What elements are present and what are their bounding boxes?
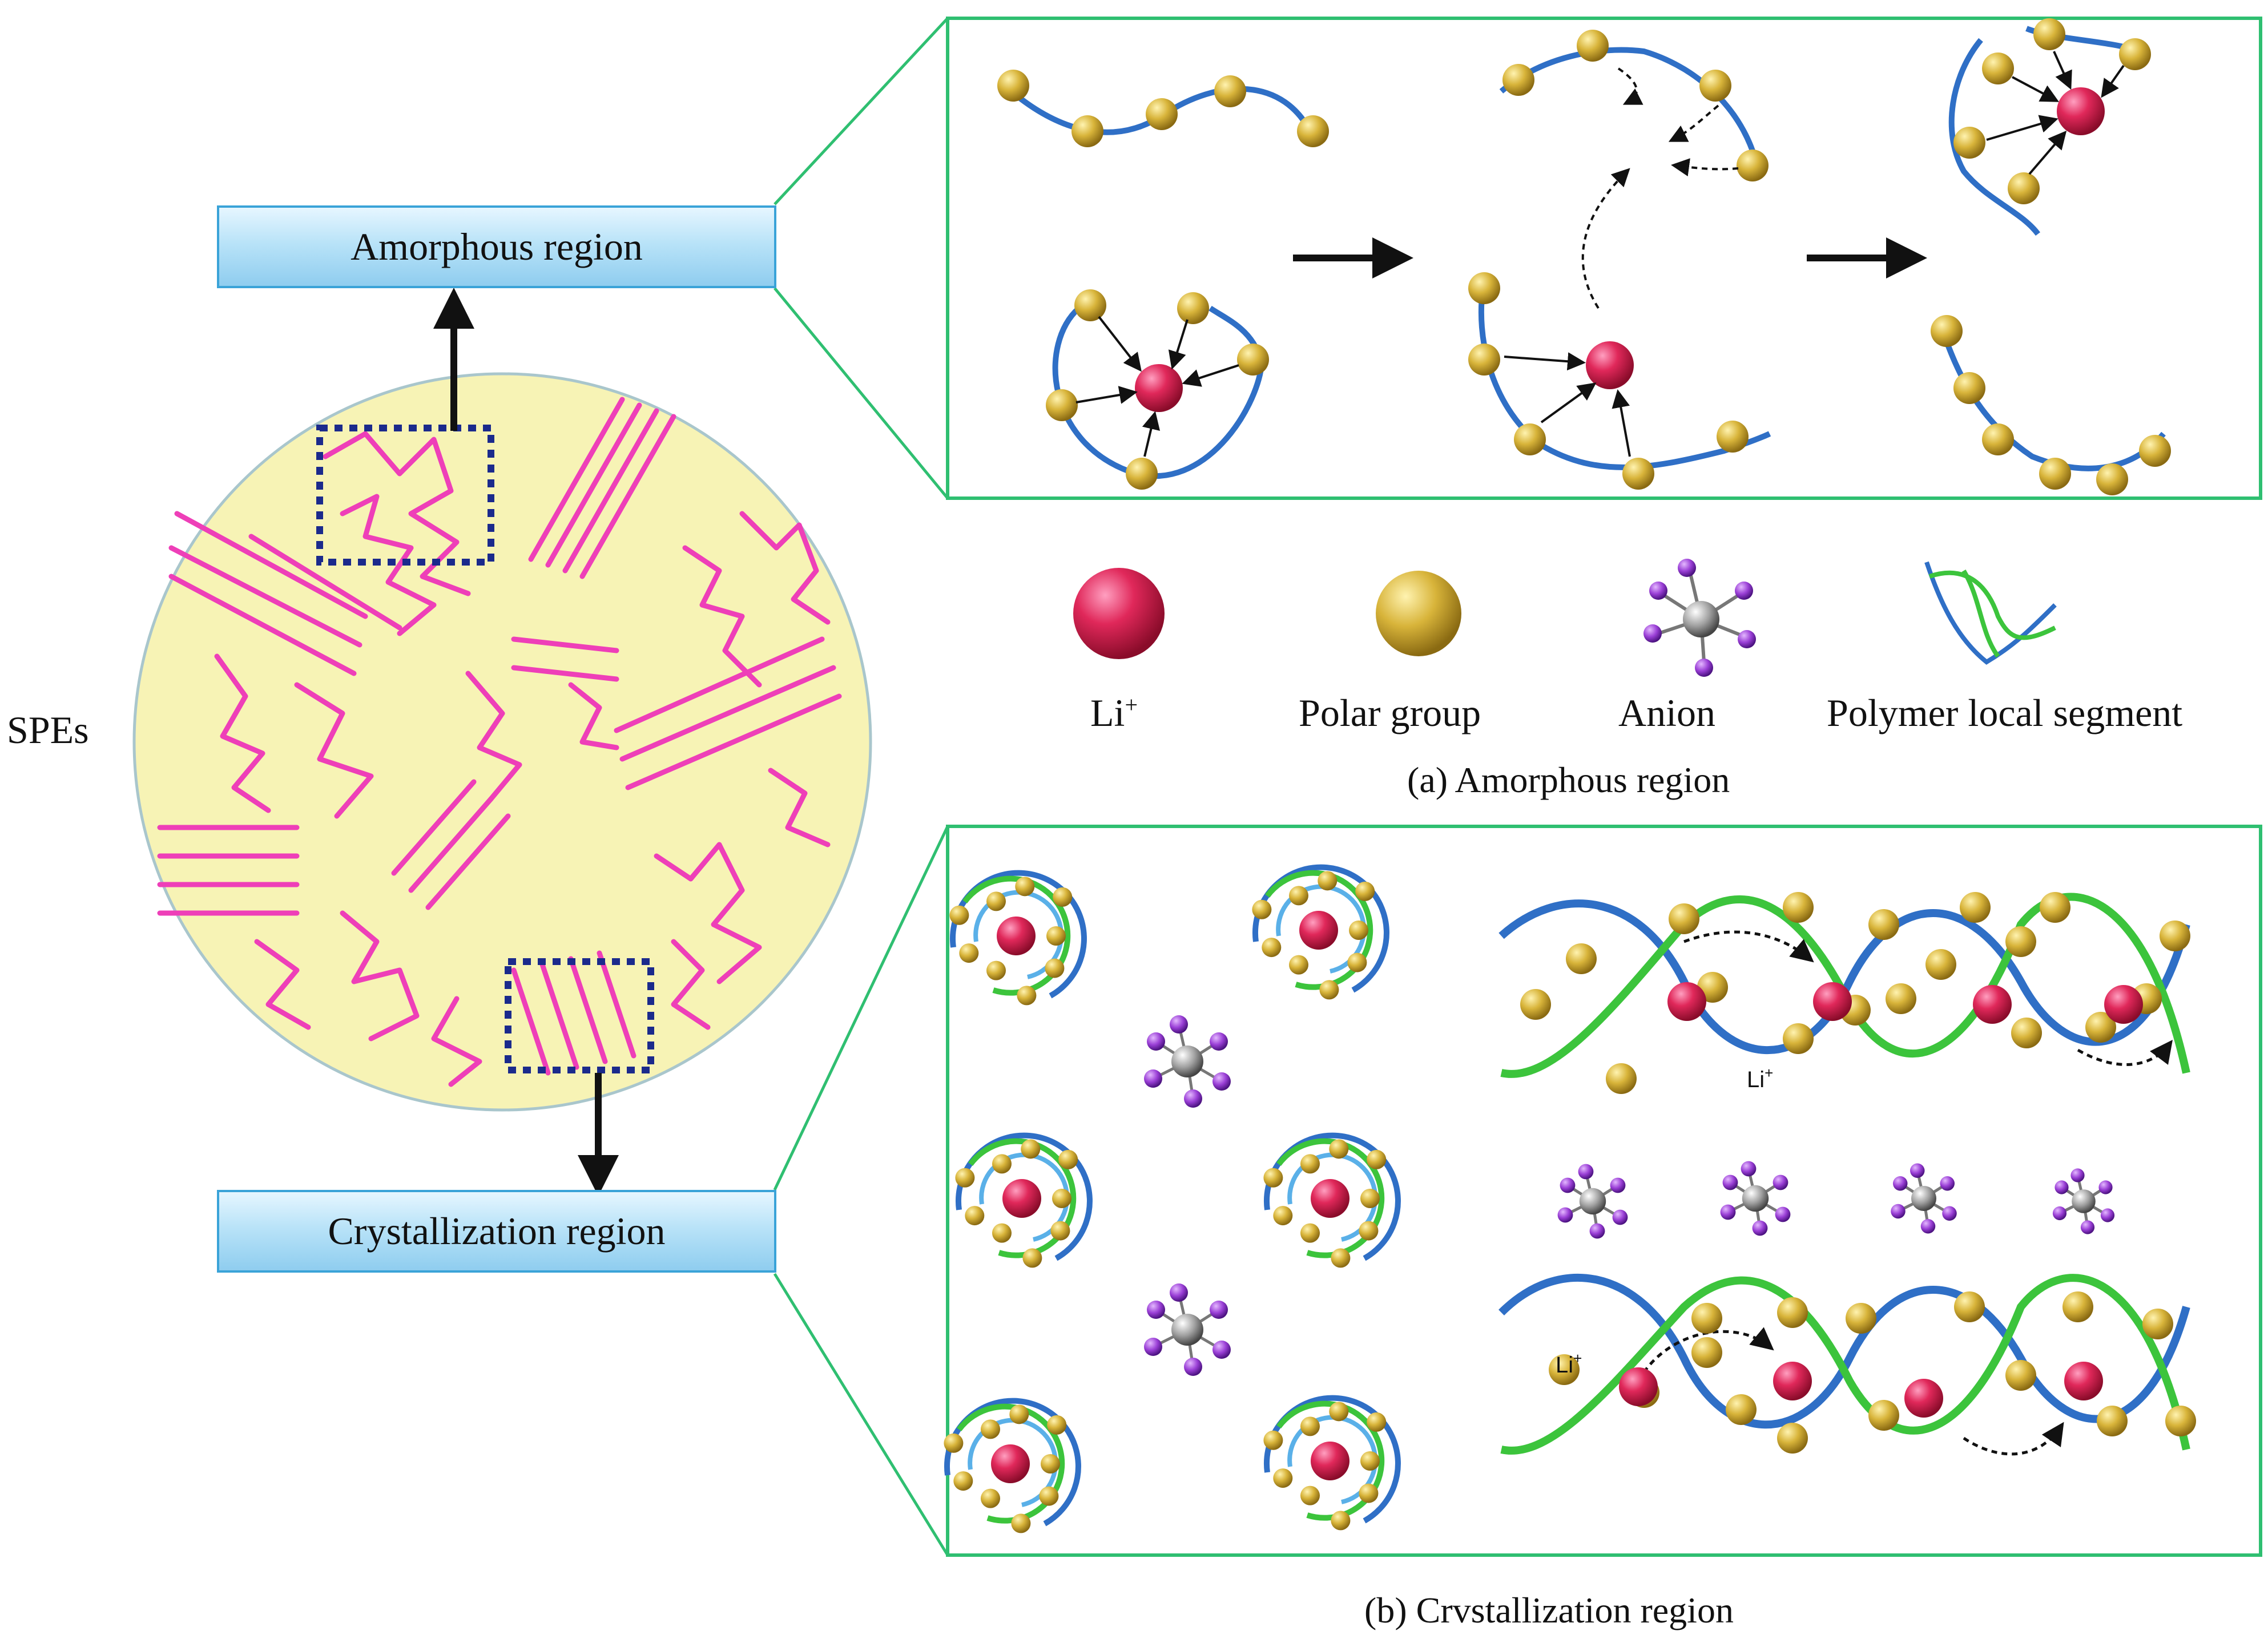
anion — [1144, 1283, 1231, 1376]
anion — [2052, 1168, 2115, 1234]
anion — [1891, 1163, 1957, 1234]
connector-lines — [773, 17, 949, 1556]
polar-bead — [1520, 989, 1551, 1020]
polymer-segment-legend-label: Polymer local segment — [1827, 691, 2183, 734]
li-ion — [1973, 985, 2012, 1024]
polar-bead — [2085, 1012, 2116, 1043]
polar-bead — [1868, 1400, 1899, 1431]
anions — [1144, 1015, 2115, 1376]
polymer-chains — [157, 397, 842, 1087]
polar-group-legend-label: Polar group — [1299, 691, 1481, 734]
li-ion — [1667, 982, 1706, 1021]
polar-bead — [1954, 1291, 1985, 1322]
polar-bead — [1566, 943, 1597, 974]
polymer-segment-legend-icon — [1924, 561, 2057, 665]
crystallization-region-label: Crystallization region — [217, 1190, 776, 1273]
li-ion — [2104, 985, 2143, 1024]
spe-circle — [132, 372, 872, 1112]
coil — [955, 1132, 1093, 1268]
amorphous-panel — [946, 17, 2262, 500]
coil — [949, 870, 1087, 1006]
anion — [1144, 1015, 1231, 1108]
li-label-top: Li+ — [1747, 1064, 1773, 1092]
amorphous-region-label: Amorphous region — [217, 205, 776, 288]
li-legend-sup: + — [1125, 692, 1138, 718]
spes-label: SPEs — [7, 708, 89, 752]
amorphous-region-text: Amorphous region — [351, 225, 643, 268]
polar-bead — [1691, 1303, 1722, 1334]
polar-bead — [1868, 909, 1899, 940]
anion-legend-icon — [1643, 559, 1756, 677]
li-ion — [2064, 1362, 2103, 1400]
caption-b: (b) Crvstallization region — [1364, 1590, 1734, 1630]
coil — [1263, 1395, 1401, 1531]
polar-bead — [1777, 1297, 1808, 1328]
polar-bead — [2160, 921, 2190, 951]
li-legend-icon — [1073, 568, 1165, 659]
polar-bead — [1960, 892, 1991, 923]
crystallization-panel — [946, 825, 2262, 1557]
anion — [1557, 1164, 1628, 1239]
polar-bead — [2097, 1406, 2128, 1436]
li-ion — [1813, 982, 1852, 1021]
crystallization-region-text: Crystallization region — [328, 1209, 666, 1253]
polar-bead — [1549, 1354, 1580, 1385]
crystal-selection-box — [505, 958, 654, 1073]
coil — [1252, 864, 1389, 1000]
li-ion — [1904, 1379, 1943, 1418]
polar-bead — [2005, 926, 2036, 957]
li-legend-text: Li — [1090, 691, 1125, 734]
caption-a: (a) Amorphous region — [1407, 760, 1730, 800]
li-legend-label: Li+ — [1090, 693, 1138, 732]
polar-bead — [1783, 1023, 1814, 1054]
polar-group-legend-icon — [1376, 571, 1461, 656]
coiled-chains — [944, 864, 1401, 1533]
polar-bead — [2040, 892, 2070, 923]
anion — [1720, 1161, 1791, 1236]
amorphous-panel-content — [997, 18, 2171, 495]
li-ion — [1773, 1362, 1812, 1400]
polar-bead — [1925, 949, 1956, 980]
li-ion — [1619, 1367, 1658, 1406]
polar-bead — [2062, 1291, 2093, 1322]
li-label-bottom: Li+ — [1556, 1350, 1582, 1378]
polar-bead — [1777, 1423, 1808, 1454]
polar-bead — [1606, 1063, 1637, 1094]
polar-bead — [1846, 1303, 1876, 1334]
anion-legend-label: Anion — [1618, 691, 1715, 734]
polar-bead — [1669, 903, 1699, 934]
polar-bead — [1886, 983, 1916, 1014]
coil — [1263, 1132, 1401, 1268]
polar-bead — [2142, 1309, 2173, 1339]
polar-bead — [2165, 1406, 2196, 1436]
polar-bead — [1783, 892, 1814, 923]
polar-bead — [2005, 1360, 2036, 1391]
amorphous-selection-box — [316, 425, 494, 566]
legend — [1073, 559, 2057, 677]
coil — [944, 1398, 1081, 1533]
polar-bead — [1726, 1394, 1757, 1425]
polar-bead — [1691, 1337, 1722, 1368]
helix-beads — [1520, 892, 2196, 1454]
polar-bead — [2011, 1018, 2042, 1048]
